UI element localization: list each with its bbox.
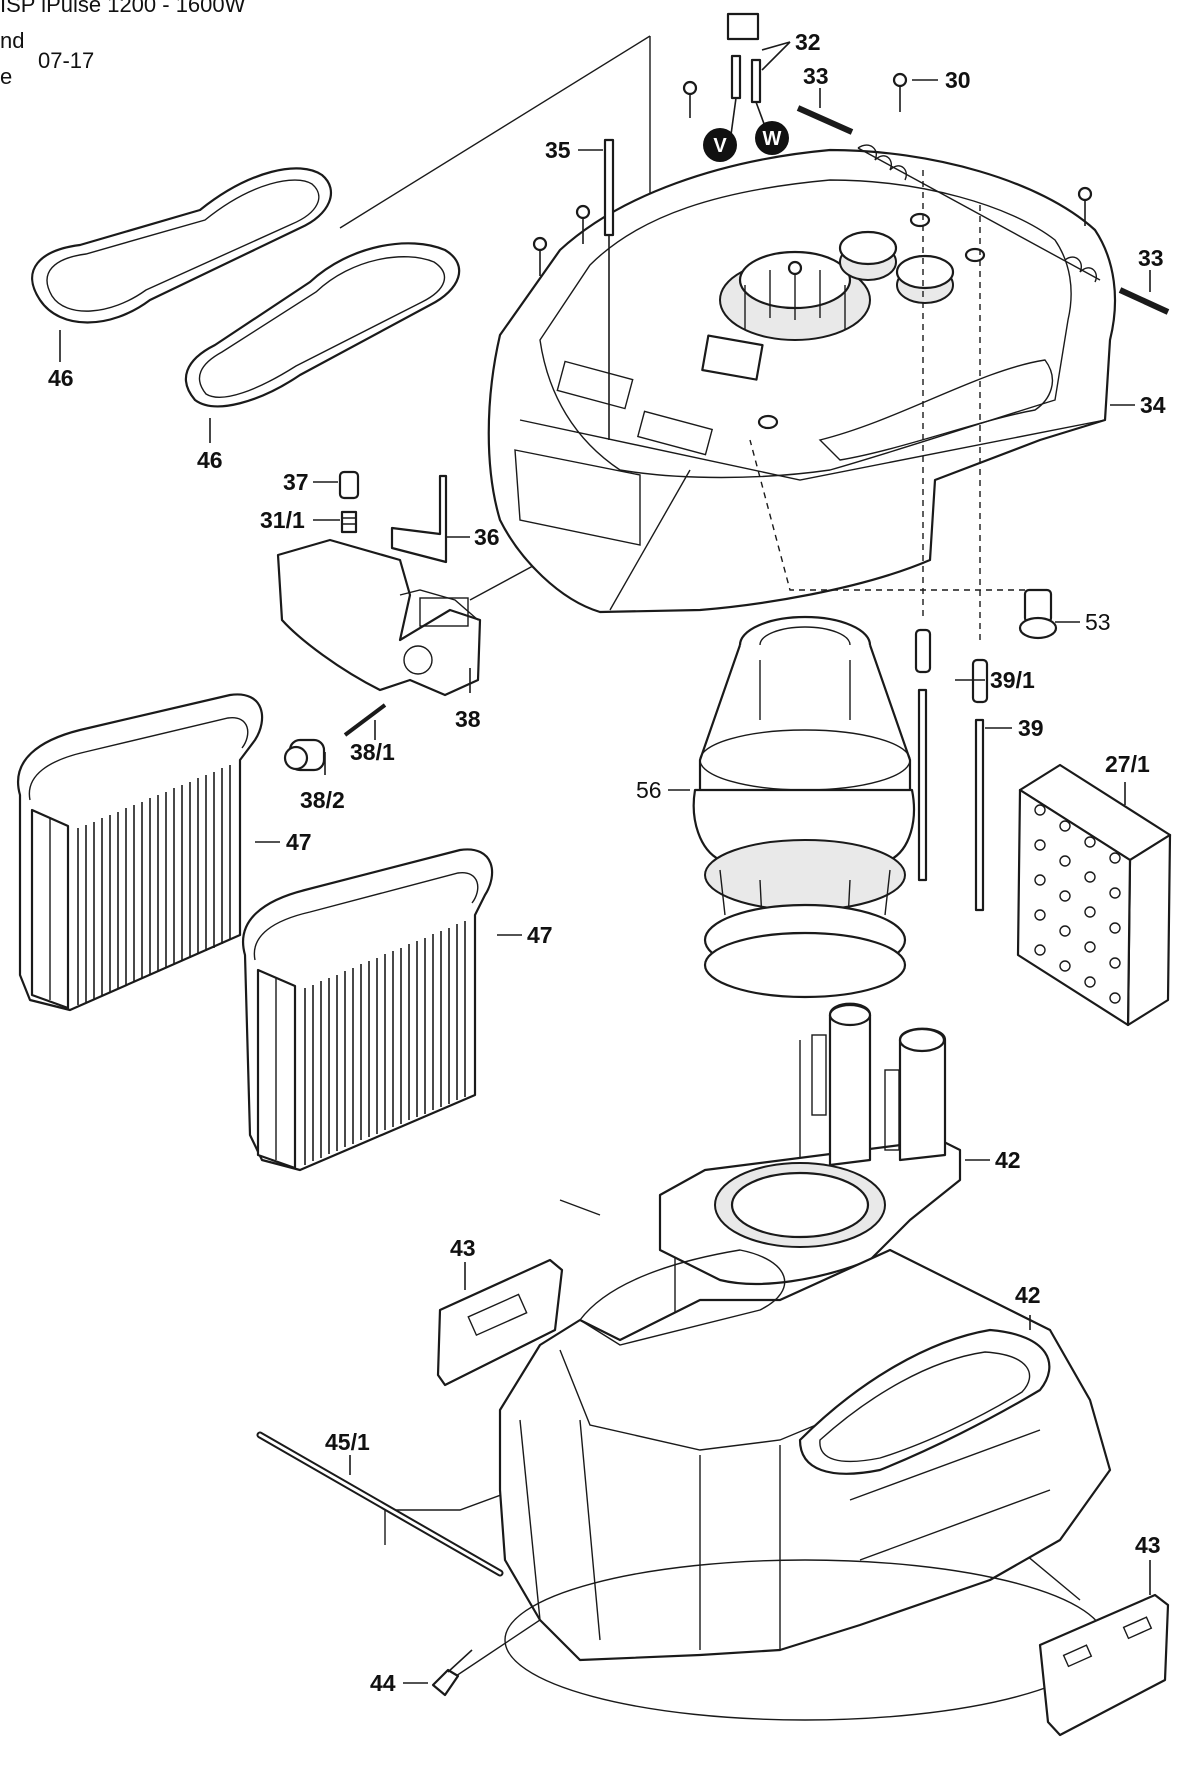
callout-43-right: 43 [1135,1532,1161,1558]
model-title: ISP iPulse 1200 - 1600W [0,0,246,17]
part-38-1-pin [343,703,387,737]
callout-43-left: 43 [450,1235,476,1261]
callout-46-upper: 46 [48,365,74,391]
callout-53: 53 [1085,609,1111,635]
callout-47-front: 47 [527,922,553,948]
part-39-1-bolt-left [914,628,932,674]
svg-text:W: W [763,128,782,150]
part-39-rod-left [917,688,928,882]
callout-39: 39 [1018,715,1044,741]
part-39-rod-right [974,718,985,912]
callout-37: 37 [283,469,309,495]
screw-left-2 [575,204,591,244]
screws [532,72,1093,440]
callout-46-lower: 46 [197,447,223,473]
part-46-gasket-upper [31,167,332,324]
callout-33-lower: 33 [1138,245,1164,271]
callout-34: 34 [1140,392,1166,418]
header-line-2: nd [0,28,24,53]
part-27-1-filter-pad [1016,763,1172,1027]
part-37-cap [338,470,360,500]
callout-42-container: 42 [1015,1282,1041,1308]
part-47-filter-front [242,848,494,1172]
part-36-bracket [390,474,448,564]
callout-27-1: 27/1 [1105,751,1150,777]
revision-date: 07-17 [38,48,94,73]
callout-47-rear: 47 [286,829,312,855]
part-32-switch [726,12,771,143]
screw-30 [892,72,908,112]
part-45-1-rod-highlight [258,1433,502,1575]
part-43-clip-right [1038,1593,1170,1737]
filter-rear-pleats [77,765,231,1005]
part-31-1-spring [340,510,358,534]
part-53-valve [1018,588,1058,640]
callout-45-1: 45/1 [325,1429,370,1455]
part-38-lever [276,538,482,697]
callout-labels: 30 32 33 33 34 35 36 37 31/1 38 38/1 38/… [48,29,1166,1696]
screw-right [1077,186,1093,226]
badge-w: W [755,121,789,155]
callout-31-1: 31/1 [260,507,305,533]
part-46-gasket-lower [184,242,461,408]
callout-33-upper: 33 [803,63,829,89]
part-56-motor [692,615,916,999]
screw-left-3 [532,236,548,276]
pin-35 [603,138,615,237]
callout-32: 32 [795,29,821,55]
part-42-motor-base [658,1002,962,1285]
part-43-clip-left [436,1258,564,1387]
filter-front-pleats [304,921,466,1165]
part-39-1-bolt-right [971,658,989,704]
callout-30: 30 [945,67,971,93]
callout-38-2: 38/2 [300,787,345,813]
callout-35: 35 [545,137,571,163]
callout-38-1: 38/1 [350,739,395,765]
leader-53-dashed [749,439,1025,591]
callout-39-1: 39/1 [990,667,1035,693]
part-33-pin-upper [796,105,854,135]
part-42-container [498,1248,1112,1721]
callout-36: 36 [474,524,500,550]
part-34-top-housing [487,144,1117,614]
header-line-3: e [0,64,12,89]
callout-38: 38 [455,706,481,732]
part-47-filter-rear [17,693,264,1012]
callout-56: 56 [636,777,662,803]
screw-left-1 [682,80,698,118]
part-38-2-knob [283,738,326,772]
svg-text:V: V [713,135,727,157]
leader-lines [59,41,1151,1684]
pad-holes [1034,804,1121,1004]
badge-v: V [703,128,737,162]
callout-42-base: 42 [995,1147,1021,1173]
callout-44: 44 [370,1670,396,1696]
part-33-pin-lower [1118,287,1170,315]
part-44-latch [431,1649,473,1697]
